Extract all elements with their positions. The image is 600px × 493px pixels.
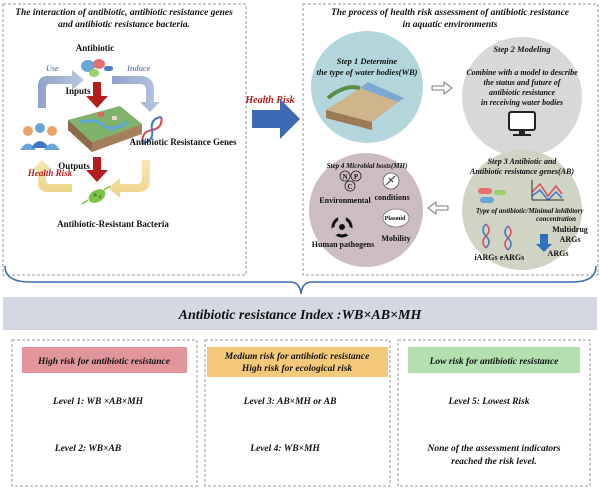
step4-environmental: Environmental (319, 196, 371, 205)
step1-circle (311, 31, 423, 143)
risk-header-high-text: High risk for antibiotic resistance (37, 357, 171, 367)
step3-mic-line2: concentration (536, 215, 576, 223)
antibiotic-label: Antibiotic (76, 43, 115, 53)
step4-circle (309, 153, 423, 267)
step1-line1: Step 1 Determine (337, 56, 398, 66)
step3-eargs: eARGs (500, 253, 524, 262)
step4-conditions: conditions (374, 193, 409, 202)
step3-args2: ARGs (548, 249, 569, 258)
index-banner-text: Antibiotic resistance Index :WB×AB×MH (178, 308, 423, 323)
step2-desc-4: in receiving water bodies (481, 98, 563, 107)
step1-to-step2-arrow (431, 81, 453, 95)
step4-title: Step 4 Microbial hosts(MH) (327, 162, 408, 170)
step3-multidrug: Multidrug (552, 225, 588, 234)
step4-plasmid: Plasmid (385, 216, 406, 222)
step3-type-label: Type of antibiotic/ (476, 207, 529, 215)
step2-desc-3: antibiotic resistance (489, 88, 555, 97)
bacteria-icon (81, 185, 111, 205)
step3-args1: ARGs (560, 235, 581, 244)
outputs-arrow (86, 157, 108, 182)
step3-line2: Antibiotic resistance genes(AB) (469, 167, 574, 176)
level-4: Level 4: WB×MH (249, 444, 320, 454)
level-none-line2: reached the risk level. (451, 457, 536, 467)
level-1: Level 1: WB ×AB×MH (52, 397, 144, 407)
inputs-arrow (86, 82, 108, 108)
level-3: Level 3: AB×MH or AB (243, 397, 337, 407)
risk-header-medium-line2: High risk for ecological risk (241, 364, 353, 374)
step4-mobility: Mobility (381, 234, 410, 243)
people-icon (20, 123, 60, 150)
health-risk-left-label: Health Risk (27, 168, 73, 178)
pills-icon (81, 59, 113, 77)
brace (4, 265, 597, 295)
step3-mic-line1: Minimal inhibitory (527, 207, 584, 215)
biohazard-icon (331, 215, 353, 238)
step4-n: N (342, 173, 347, 181)
landscape-icon (68, 106, 142, 152)
level-none-line1: None of the assessment indicators (426, 444, 560, 454)
step3-iargs: iARGs (474, 253, 497, 262)
step2-desc-1: Combine with a model to describe (466, 68, 578, 77)
use-label: Use (46, 64, 59, 73)
risk-header-low (408, 347, 580, 373)
step4-p: P (354, 173, 359, 181)
step1-line2: the type of water bodies(WB) (316, 67, 417, 77)
level-5: Level 5: Lowest Risk (448, 397, 530, 407)
risk-header-medium-line1: Medium risk for antibiotic resistance (224, 352, 370, 362)
arg-label: Antibiotic Resistance Genes (130, 137, 237, 147)
left-title-line1: The interaction of antibiotic, antibioti… (15, 8, 233, 18)
right-title-line2: in aquatic environments (402, 20, 497, 30)
index-banner (3, 297, 597, 330)
outputs-label: Outputs (58, 161, 90, 171)
step3-line1: Step 3 Antibiotic and (488, 157, 558, 166)
step4-c: C (347, 183, 352, 191)
step2-circle (462, 37, 582, 157)
step4-human-pathogens: Human pathogens (312, 240, 374, 249)
induce-arrow (112, 76, 160, 112)
step2-desc-2: the status and future of (484, 78, 562, 87)
inputs-label: Inputs (65, 86, 91, 96)
risk-header-low-text: Low risk for antibiotic resistance (429, 357, 560, 367)
return-arrow (108, 160, 150, 198)
right-title-line1: The process of health risk assessment of… (331, 8, 570, 18)
left-title-line2: and antibiotic resistance bacteria. (58, 20, 190, 30)
level-2: Level 2: WB×AB (54, 444, 121, 454)
induce-label: Induce (126, 64, 151, 73)
main-right-arrow (252, 99, 300, 139)
dna-icon (141, 115, 163, 145)
step2-title: Step 2 Modeling (493, 44, 551, 54)
health-risk-arrow (32, 160, 72, 192)
monitor-icon (508, 111, 536, 136)
use-arrow (38, 70, 84, 108)
center-health-risk-label: Health Risk (244, 95, 294, 106)
risk-header-medium (207, 347, 388, 377)
arb-label: Antibiotic-Resistant Bacteria (57, 219, 169, 229)
risk-header-high (22, 347, 187, 373)
step3-circle (462, 150, 582, 270)
step3-to-step4-arrow (427, 201, 449, 215)
